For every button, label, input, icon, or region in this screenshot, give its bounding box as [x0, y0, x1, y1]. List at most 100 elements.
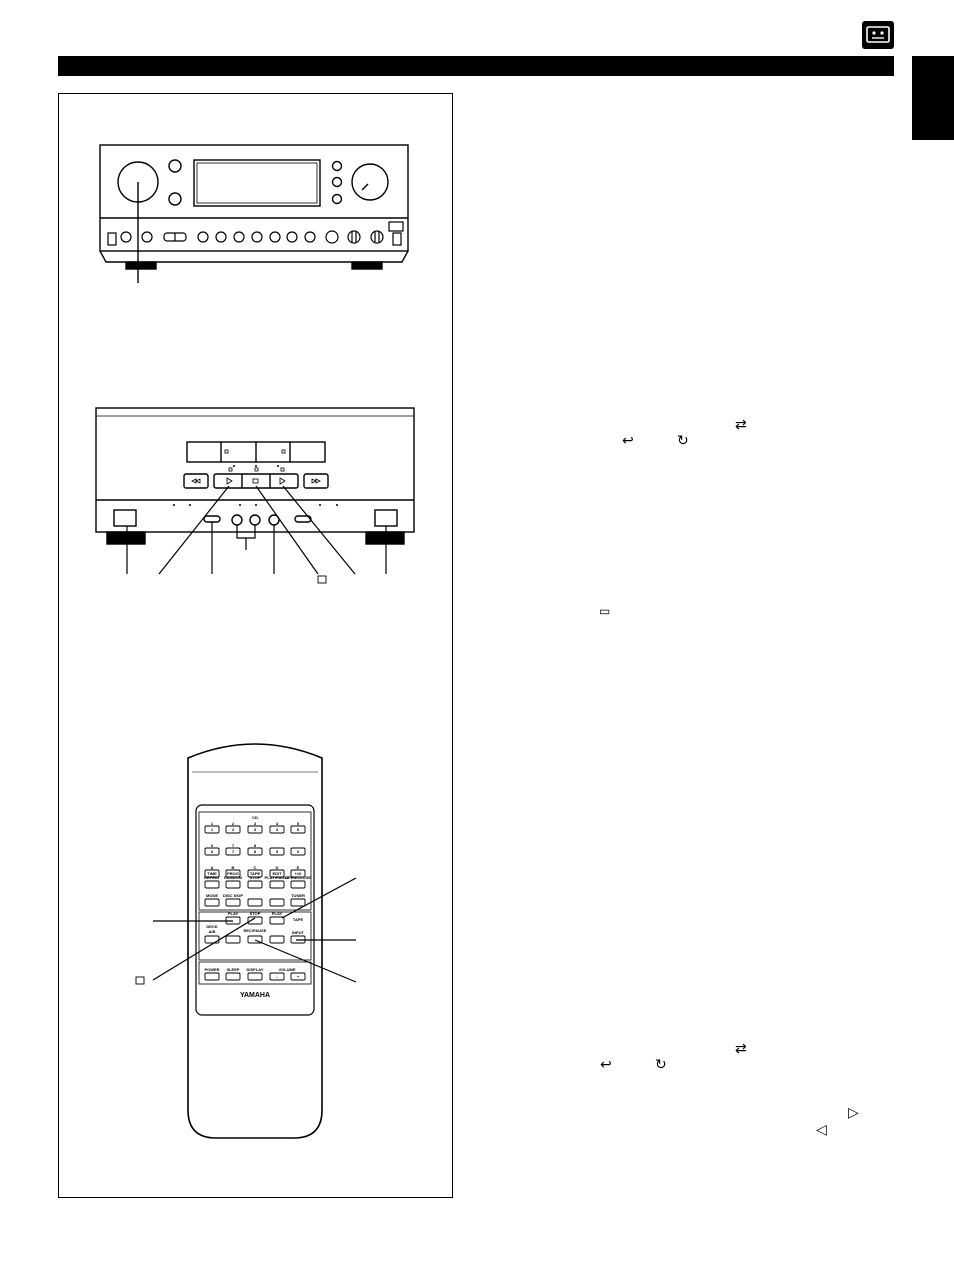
tape-row-caption: PLAY: [272, 911, 283, 916]
number-key-2-0-label: TIME: [207, 871, 217, 876]
number-key-1-1[interactable]: 7: [225, 847, 241, 856]
number-key-2-4[interactable]: +10: [290, 869, 306, 878]
number-key-0-0-label: 1: [211, 827, 214, 832]
cd-function-caption: RANDOM: [224, 875, 243, 880]
number-key-2-3-label: EDIT: [272, 871, 282, 876]
number-key-1-4[interactable]: 0: [290, 847, 306, 856]
cd-function-key-0[interactable]: [204, 880, 220, 889]
key-caption: A: [211, 865, 214, 870]
cd-function-key-4[interactable]: [290, 880, 306, 889]
deck-ab-key[interactable]: [204, 935, 220, 944]
number-key-0-1-label: 2: [232, 827, 235, 832]
number-key-2-4-label: +10: [295, 871, 303, 876]
number-key-2-1-label: PROG: [227, 871, 239, 876]
number-key-1-1-label: 7: [232, 849, 235, 854]
cd-function-key-2[interactable]: [247, 880, 263, 889]
tuner-caption: TUNER: [291, 893, 305, 898]
bottom-key-1[interactable]: [225, 972, 241, 981]
key-caption: D: [276, 865, 279, 870]
cd-function-caption: REPEAT: [204, 875, 220, 880]
bottom-caption: POWER: [204, 967, 219, 972]
number-key-2-3[interactable]: EDIT: [269, 869, 285, 878]
key-caption: 7: [232, 843, 235, 848]
number-key-0-2[interactable]: 3: [247, 825, 263, 834]
mode-row-key-1[interactable]: [225, 898, 241, 907]
bottom-caption: SLEEP: [226, 967, 239, 972]
play-reverse-icon: ◁: [816, 1122, 827, 1138]
number-key-0-4-label: 5: [297, 827, 300, 832]
direction-mode-icon: ⇄: [735, 1041, 747, 1057]
key-caption: B: [232, 865, 235, 870]
number-key-1-4-label: 0: [297, 849, 300, 854]
cd-function-key-3[interactable]: [269, 880, 285, 889]
number-key-0-4[interactable]: 5: [290, 825, 306, 834]
volume-caption: VOLUME: [278, 967, 295, 972]
number-key-2-2-label: TAPE: [250, 871, 261, 876]
volume-up-key-label: +: [297, 974, 300, 979]
play-forward-icon: ▷: [848, 1105, 859, 1121]
volume-down-key-label: –: [276, 974, 279, 979]
stop-box-icon: ▭: [599, 604, 611, 618]
key-caption: 4: [276, 821, 279, 826]
rewind-key[interactable]: [225, 935, 241, 944]
tape-transport-key-2[interactable]: [269, 916, 285, 925]
cd-function-caption: STOP: [250, 875, 261, 880]
key-caption: 1: [211, 821, 214, 826]
number-key-1-2[interactable]: 8: [247, 847, 263, 856]
illustration-frame: [58, 93, 453, 1198]
number-key-1-3-label: 9: [276, 849, 279, 854]
mode-row-caption: MODE: [206, 893, 218, 898]
number-key-0-0[interactable]: 1: [204, 825, 220, 834]
tuner-key[interactable]: [290, 898, 306, 907]
brand-logo: YAMAHA: [240, 992, 270, 999]
cassette-tape-icon: [862, 21, 894, 49]
number-key-0-1[interactable]: 2: [225, 825, 241, 834]
bottom-key-0[interactable]: [204, 972, 220, 981]
number-key-0-3[interactable]: 4: [269, 825, 285, 834]
rec-pause-caption: REC/PAUSE: [243, 928, 266, 933]
one-way-mode-icon: ↩: [600, 1057, 612, 1073]
rec-pause-key[interactable]: [247, 935, 263, 944]
key-caption: 8: [254, 843, 257, 848]
continuous-mode-icon: ↻: [655, 1057, 667, 1073]
tape-transport-key-1[interactable]: [247, 916, 263, 925]
fast-forward-key[interactable]: [269, 935, 285, 944]
number-key-2-2[interactable]: TAPE: [247, 869, 263, 878]
cd-function-key-1[interactable]: [225, 880, 241, 889]
cd-function-caption: OPEN/CLOSE: [285, 875, 312, 880]
key-caption: 6: [211, 843, 214, 848]
number-key-0-2-label: 3: [254, 827, 257, 832]
one-way-mode-icon: ↩: [622, 433, 634, 449]
key-caption: 5: [297, 821, 300, 826]
cd-section-label: CD: [252, 815, 258, 820]
deck-caption: DECK: [206, 924, 217, 929]
mode-row-key-2[interactable]: [247, 898, 263, 907]
tape-caption: TAPE: [293, 917, 304, 922]
volume-down-key[interactable]: –: [269, 972, 285, 981]
continuous-mode-icon: ↻: [677, 433, 689, 449]
key-caption: 2: [232, 821, 235, 826]
number-key-2-0[interactable]: TIME: [204, 869, 220, 878]
language-side-tab: [912, 56, 954, 140]
tape-row-caption: PLAY: [228, 911, 239, 916]
deck-caption: A/B: [209, 929, 216, 934]
tape-row-caption: STOP: [250, 911, 261, 916]
number-key-0-3-label: 4: [276, 827, 279, 832]
volume-knob: [351, 163, 389, 201]
number-key-1-0[interactable]: 6: [204, 847, 220, 856]
key-caption: E: [297, 865, 300, 870]
number-key-1-2-label: 8: [254, 849, 257, 854]
mode-row-key-3[interactable]: [269, 898, 285, 907]
bottom-caption: DISPLAY: [247, 967, 264, 972]
volume-up-key[interactable]: +: [290, 972, 306, 981]
number-key-1-0-label: 6: [211, 849, 214, 854]
bottom-key-2[interactable]: [247, 972, 263, 981]
mode-row-key-0[interactable]: [204, 898, 220, 907]
mode-row-caption: DISC SKIP: [223, 893, 243, 898]
number-key-1-3[interactable]: 9: [269, 847, 285, 856]
key-caption: C: [254, 865, 257, 870]
number-key-2-1[interactable]: PROG: [225, 869, 241, 878]
